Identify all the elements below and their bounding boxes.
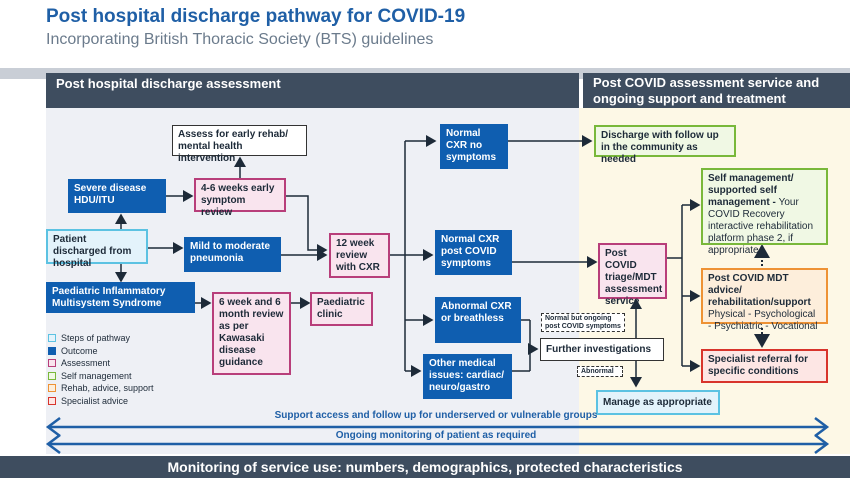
section-header-left: Post hospital discharge assessment [46,73,579,108]
mdt-advice-box: Post COVID MDT advice/ rehabilitation/su… [701,268,828,332]
pims-box: Paediatric Inflammatory Multisystem Synd… [46,282,195,313]
self-management-title: Self management/ supported self manageme… [708,173,794,208]
legend-swatch [48,371,56,380]
cxr-review-box: 12 week review with CXR [329,233,390,278]
kawasaki-review-box: 6 week and 6 month review as per Kawasak… [212,292,291,375]
legend-label: Outcome [61,345,98,356]
page-title: Post hospital discharge pathway for COVI… [46,6,466,27]
legend-label: Self management [61,370,132,381]
legend-item: Rehab, advice, support [48,382,168,395]
legend-label: Steps of pathway [61,333,131,344]
triage-box: Post COVID triage/MDT assessment service [598,243,667,307]
early-review-box: 4-6 weeks early symptom review [194,178,286,218]
normal-ongoing-tag: Normal but ongoing post COVID symptoms [541,313,625,332]
legend-swatch [48,346,56,355]
legend-swatch [48,396,56,405]
legend-item: Outcome [48,345,168,358]
patient-discharged-box: Patient discharged from hospital [46,229,148,269]
specialist-referral-box: Specialist referral for specific conditi… [701,349,828,383]
normal-cxr-symptoms-box: Normal CXR post COVID symptoms [435,230,512,275]
legend-item: Self management [48,370,168,383]
rehab-assessment-box: Assess for early rehab/ mental health in… [172,125,307,164]
paediatric-clinic-box: Paediatric clinic [310,292,373,326]
self-management-body: Your COVID Recovery interactive rehabili… [708,197,814,256]
legend-swatch [48,384,56,393]
page-subtitle: Incorporating British Thoracic Society (… [46,31,434,48]
mdt-title: Post COVID MDT advice/ rehabilitation/su… [708,273,811,308]
mild-pneumonia-box: Mild to moderate pneumonia [184,237,281,272]
footer-banner: Monitoring of service use: numbers, demo… [0,456,850,478]
legend-label: Rehab, advice, support [61,383,154,394]
mdt-body: Physical - Psychological - Psychiatric -… [708,309,818,332]
ongoing-monitoring-label: Ongoing monitoring of patient as require… [335,430,537,441]
legend-item: Steps of pathway [48,332,168,345]
legend-item: Assessment [48,357,168,370]
other-issues-box: Other medical issues: cardiac/ neuro/gas… [423,354,512,399]
legend-swatch [48,359,56,368]
further-investigations-box: Further investigations [540,338,664,361]
section-header-right: Post COVID assessment service and ongoin… [583,73,850,108]
manage-box: Manage as appropriate [596,390,720,415]
abnormal-tag: Abnormal [577,366,623,377]
abnormal-cxr-box: Abnormal CXR or breathless [435,297,521,343]
legend-label: Specialist advice [61,395,129,406]
legend-item: Specialist advice [48,395,168,408]
legend-label: Assessment [61,358,111,369]
support-access-label: Support access and follow up for underse… [274,410,598,421]
self-management-box: Self management/ supported self manageme… [701,168,828,256]
discharge-followup-box: Discharge with follow up in the communit… [594,125,736,165]
normal-cxr-box: Normal CXR no symptoms [440,124,508,169]
severe-disease-box: Severe disease HDU/ITU [68,179,166,213]
legend-swatch [48,334,56,343]
